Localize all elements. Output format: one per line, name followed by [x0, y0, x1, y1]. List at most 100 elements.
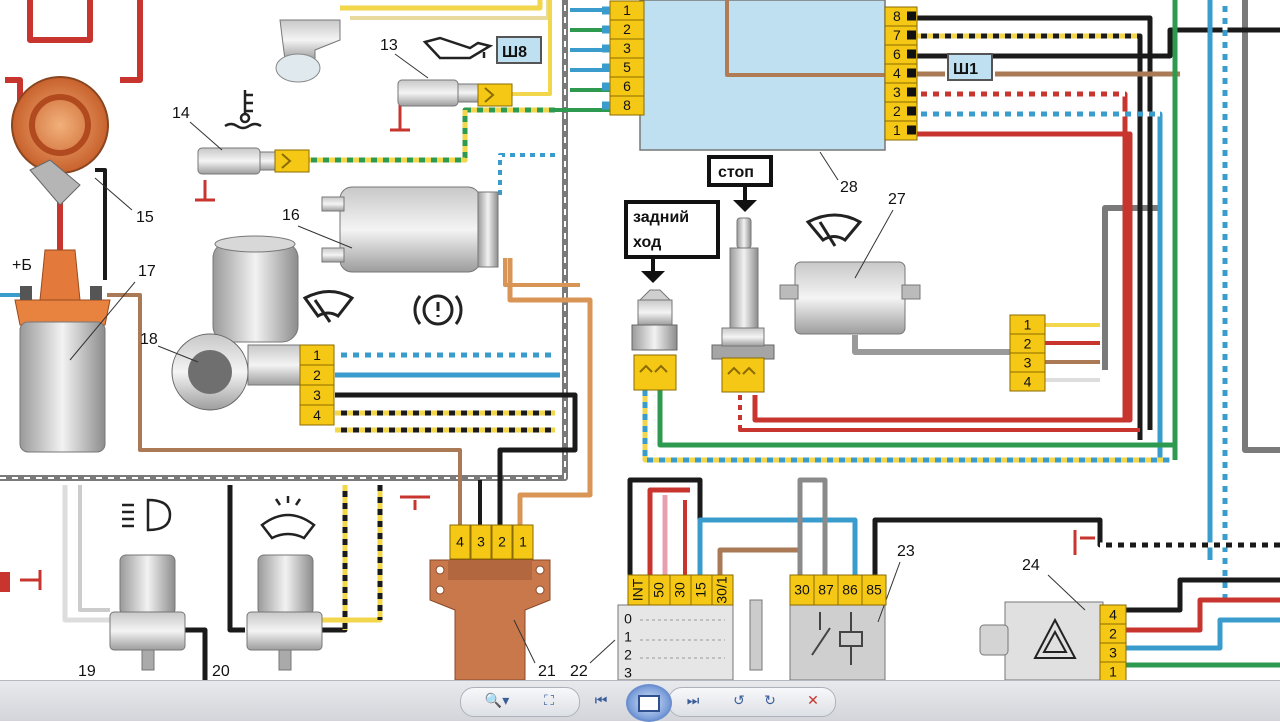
connector_21-pin-box: [449, 524, 471, 560]
sh1_block-pin-terminal: [907, 68, 916, 78]
reverse-switch: [631, 289, 678, 351]
ground-symbols: [20, 100, 1095, 590]
next-icon[interactable]: ⏭: [686, 693, 700, 709]
label-22: 22: [570, 663, 588, 680]
relay_27-pin-label: 2: [1024, 336, 1032, 352]
ignition_22-pin-box: [711, 574, 734, 606]
label-24: 24: [1022, 557, 1040, 574]
relay_27-pin-label: 1: [1024, 317, 1032, 333]
temperature-icon: [224, 90, 262, 130]
hazard-switch-24: [979, 601, 1104, 680]
sh1_block-pin-label: 2: [893, 103, 901, 119]
label-28: 28: [840, 179, 858, 196]
upper_left_block-pin-terminal: [602, 63, 610, 72]
tag-reverse-2: ход: [633, 234, 661, 251]
brake-warning-icon: [413, 294, 463, 326]
relay_23-pin-box: [789, 574, 815, 606]
connector_21-pin-label: 1: [519, 534, 527, 550]
ignition_22_positions-pin-label: 3: [624, 665, 632, 680]
connector-pins-relay-27: 1 2 3 4: [1009, 314, 1046, 392]
wiper_motor-pin-label: 1: [313, 347, 321, 363]
upper_left_block-pin-label: 1: [623, 2, 631, 18]
label-20: 20: [212, 663, 230, 680]
viewer-group-left: [460, 687, 580, 717]
wires: [0, 0, 1280, 680]
upper_left_block-pin-label: 5: [623, 59, 631, 75]
tag-sh8: Ш8: [502, 44, 527, 61]
relay_23-pin-box: [837, 574, 863, 606]
label-14: 14: [172, 105, 190, 122]
sensor-14: [197, 147, 276, 175]
upper_left_block-pin-label: 6: [623, 78, 631, 94]
relay_23-pin-label: 30: [794, 582, 810, 598]
wiper-icon-27: [805, 213, 863, 247]
dipped-beam-icon: [122, 498, 172, 532]
tag-reverse-1: задний: [633, 209, 689, 226]
label-23: 23: [897, 543, 915, 560]
washer-icon: [260, 496, 316, 540]
relay_23-pin-box: [861, 574, 887, 606]
rotate-left-icon[interactable]: ↺: [733, 693, 745, 709]
hazard_24-pin-label: 2: [1109, 626, 1117, 642]
wiper_motor-pin-label: 3: [313, 387, 321, 403]
rotate-right-icon[interactable]: ↻: [764, 693, 776, 709]
ignition_22_positions-pin-label: 0: [624, 611, 632, 627]
relay_23-pin-label: 87: [818, 582, 834, 598]
connector_21-pin-box: [491, 524, 513, 560]
connector-pins-wiper-motor: 1 2 3 4: [299, 344, 335, 426]
connector_21-pin-label: 3: [477, 534, 485, 550]
label-19: 19: [78, 663, 96, 680]
sh1_block-pin-terminal: [907, 106, 916, 116]
fit-window-icon[interactable]: ⛶: [544, 693, 554, 709]
sh1_block-pin-label: 6: [893, 46, 901, 62]
ignition_22-pin-label: 50: [651, 582, 667, 598]
upper_left_block-pin-label: 3: [623, 40, 631, 56]
relay_27-pin-label: 3: [1024, 355, 1032, 371]
slideshow-icon[interactable]: [626, 684, 672, 722]
label-17: 17: [138, 263, 156, 280]
previous-icon[interactable]: ⏮: [594, 693, 608, 709]
relay_23-pin-label: 86: [842, 582, 858, 598]
wiper-motor-18: [171, 235, 304, 411]
label-15: 15: [136, 209, 154, 226]
zoom-icon[interactable]: 🔍▾: [484, 693, 510, 709]
photo-viewer-toolbar: 🔍▾ ⛶ ⏮ ⏭ ↺ ↻ ✕: [0, 680, 1280, 722]
ignition-coil-17: [14, 249, 111, 453]
switch-20: [246, 554, 323, 671]
sh1_block-pin-terminal: [907, 11, 916, 21]
sh1_block-pin-terminal: [907, 87, 916, 97]
switch-19: [109, 554, 186, 671]
connector_21-pin-box: [512, 524, 534, 560]
wiper_motor-pin-label: 4: [313, 407, 321, 423]
upper_left_block-pin-label: 8: [623, 97, 631, 113]
ignition-switch-22: [617, 599, 763, 680]
sh1_block-pin-label: 3: [893, 84, 901, 100]
sh1_block-pin-label: 4: [893, 65, 901, 81]
hazard_24-pin-label: 4: [1109, 607, 1117, 623]
ignition_22_positions-pin-label: 2: [624, 647, 632, 663]
label-16: 16: [282, 207, 300, 224]
label-27: 27: [888, 191, 906, 208]
relay_27-pin-label: 4: [1024, 374, 1032, 390]
relay-23: [789, 599, 886, 680]
ignition_22-pin-label: 30: [672, 582, 688, 598]
sensor-13: [397, 79, 479, 107]
connector_21-pin-label: 4: [456, 534, 464, 550]
delete-icon[interactable]: ✕: [807, 693, 819, 709]
label-plus-b: +Б: [12, 257, 32, 274]
upper_left_block-pin-terminal: [602, 44, 610, 53]
distributor-15: [11, 76, 109, 206]
tag-sh1: Ш1: [953, 61, 978, 78]
relay_27-pin-box: [1009, 371, 1046, 392]
stop-switch: [711, 217, 775, 360]
wiper_motor-pin-label: 2: [313, 367, 321, 383]
wiper_motor-pin-box: [299, 404, 335, 426]
hazard_24-pin-box: [1099, 661, 1127, 680]
label-18: 18: [140, 331, 158, 348]
oil-can-icon: [422, 36, 494, 60]
